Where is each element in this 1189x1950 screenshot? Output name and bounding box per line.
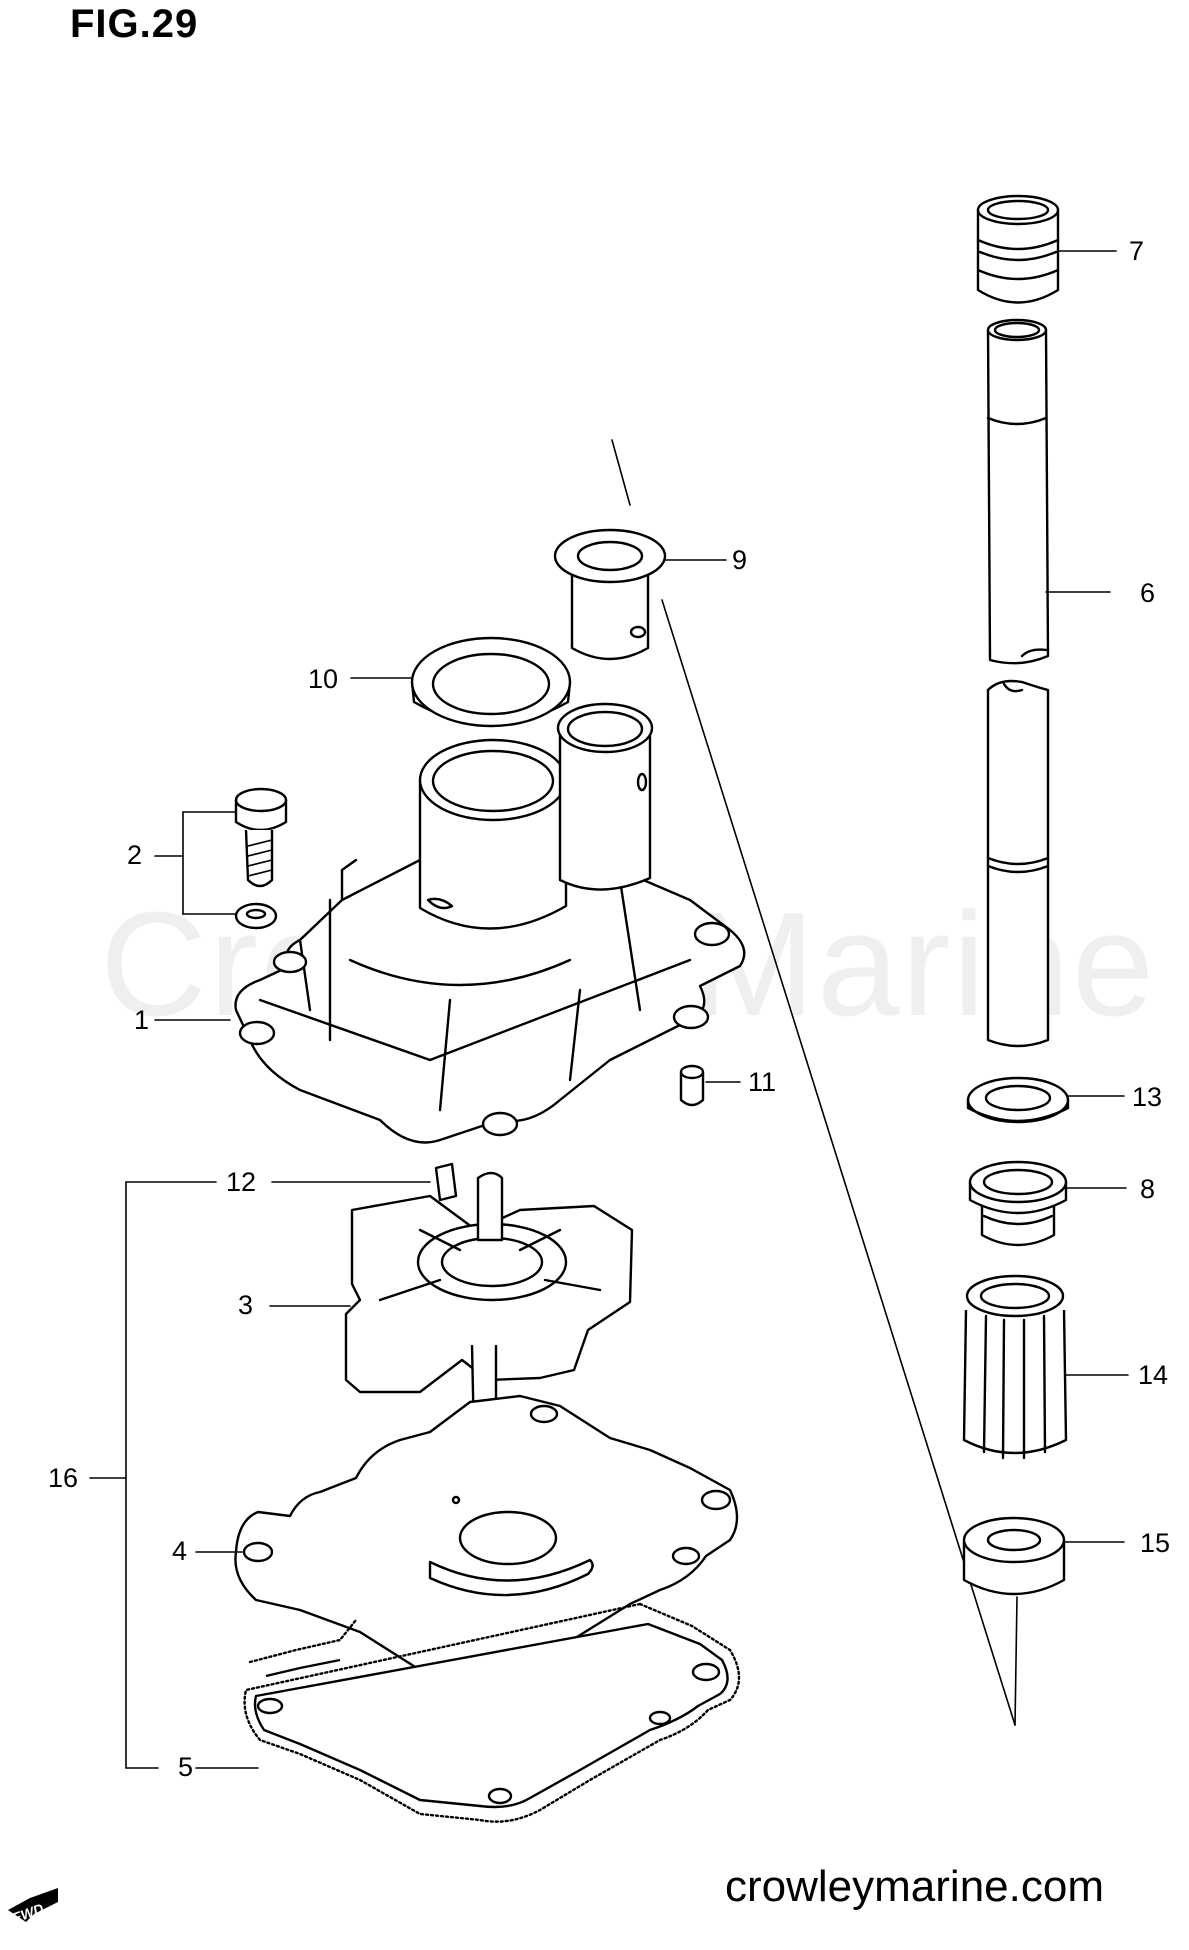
callout-9: 9 — [732, 545, 748, 575]
figure-title: FIG.29 — [70, 2, 199, 46]
callout-2: 2 — [127, 840, 143, 870]
guide-sleeve-part-9 — [553, 528, 667, 661]
pin-part-11 — [679, 1064, 705, 1107]
site-url: crowleymarine.com — [725, 1862, 1104, 1911]
assembly-axis — [611, 439, 1018, 1726]
water-tube-part-6 — [986, 318, 1050, 665]
callout-4: 4 — [172, 1536, 188, 1566]
fwd-arrow-icon — [8, 1888, 58, 1922]
plate-part-4 — [234, 1394, 739, 1674]
callout-1: 1 — [134, 1005, 150, 1035]
callout-5: 5 — [178, 1752, 194, 1782]
callout-12: 12 — [226, 1167, 257, 1197]
bolt-part-2 — [234, 787, 288, 930]
callout-14: 14 — [1138, 1360, 1169, 1390]
rubber-sleeve-part-14 — [962, 1274, 1068, 1460]
pump-case-part-1 — [234, 702, 746, 1144]
gasket-part-5 — [243, 1602, 741, 1823]
seal-part-15 — [962, 1516, 1066, 1596]
grommet-part-7 — [976, 194, 1060, 304]
callout-3: 3 — [238, 1290, 254, 1320]
callout-15: 15 — [1140, 1528, 1171, 1558]
key-part-12 — [434, 1162, 458, 1202]
grommet-part-8 — [968, 1160, 1068, 1247]
callout-6: 6 — [1140, 578, 1156, 608]
callout-10: 10 — [308, 664, 339, 694]
seal-ring-part-10 — [410, 636, 572, 728]
callout-11: 11 — [748, 1067, 777, 1097]
seal-ring-part-13 — [966, 1076, 1070, 1124]
leader-lines — [89, 250, 1129, 1769]
callout-13: 13 — [1132, 1082, 1163, 1112]
callout-7: 7 — [1129, 236, 1145, 266]
callout-8: 8 — [1140, 1174, 1156, 1204]
callout-16: 16 — [48, 1463, 79, 1493]
water-tube-part-6-lower — [986, 679, 1050, 1048]
